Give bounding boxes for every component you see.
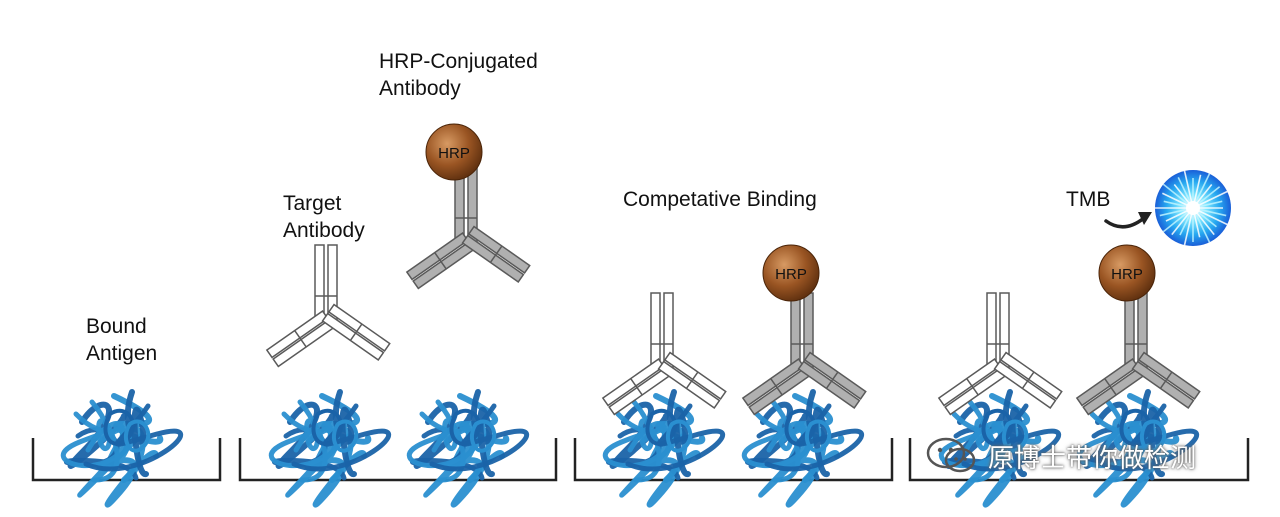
antibody-arm-right [657,351,727,409]
target-antibody [601,292,727,416]
signal-core [1186,201,1200,215]
hrp-label: HRP [775,266,807,283]
hrp-conjugated-antibody [1075,292,1201,416]
hrp-sphere [762,244,820,302]
hrp-label: HRP [1111,266,1143,283]
hrp-enzymes: HRP HRP HRP [425,123,1156,302]
antibody-arm-right [797,351,867,409]
target-antibody [937,292,1063,416]
target-antibody [265,244,391,368]
wechat-icon [926,437,976,473]
hrp-label: HRP [438,145,470,162]
antibody-arm-right [321,303,391,361]
bound-antigen [60,389,184,508]
hrp-enzyme: HRP [762,244,820,302]
antibody-arm-left [1075,358,1146,416]
microplate-well [908,438,1250,482]
bound-antigen [938,389,1062,508]
bound-antigen [268,389,392,508]
bound-antigen [741,389,865,508]
bound-antigen [406,389,530,508]
antibody-arm-right [993,351,1063,409]
microplate-well [238,438,558,482]
antibody-arm-left [265,310,336,368]
label-tmb: TMB [1066,188,1111,211]
hrp-sphere [425,123,483,181]
watermark: 原博士带你做检测 [924,436,1196,476]
hrp-enzyme: HRP [1098,244,1156,302]
watermark-text: 原博士带你做检测 [988,443,1197,474]
bound-antigens [60,389,1200,508]
hrp-enzyme: HRP [425,123,483,181]
hrp-sphere [1098,244,1156,302]
bound-antigen [1076,389,1200,508]
microplate-well [573,438,894,482]
bound-antigen [602,389,726,508]
curved-arrow-icon [1104,212,1152,229]
hrp-conjugated-antibody [741,292,867,416]
starburst-icon [1155,170,1231,246]
antibody-arm-left [937,358,1008,416]
hrp-conjugated-antibody [405,166,531,290]
antibody-arm-right [461,225,531,283]
antibody-arm-left [601,358,672,416]
antibody-arm-right [1131,351,1201,409]
label-competative-binding: Competative Binding [623,188,817,211]
